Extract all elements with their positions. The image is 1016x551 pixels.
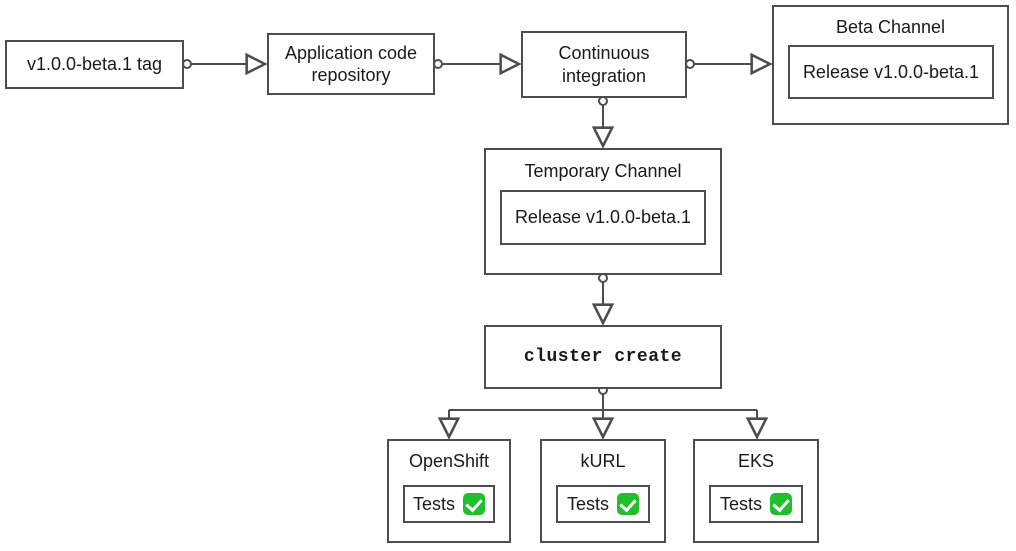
node-openshift-title: OpenShift xyxy=(408,451,490,471)
temporary-channel-release-label: Release v1.0.0-beta.1 xyxy=(514,207,692,227)
node-version-tag-label: v1.0.0-beta.1 tag xyxy=(26,54,163,75)
kurl-tests-label: Tests xyxy=(566,493,609,514)
node-temporary-channel-title: Temporary Channel xyxy=(524,161,682,181)
temporary-channel-release-box[interactable]: Release v1.0.0-beta.1 xyxy=(500,190,706,245)
check-mark-icon xyxy=(617,493,639,515)
openshift-tests-label: Tests xyxy=(412,493,455,514)
node-eks-title: EKS xyxy=(737,451,775,471)
openshift-tests-box[interactable]: Tests xyxy=(403,485,495,523)
node-continuous-integration[interactable]: Continuous integration xyxy=(521,31,687,98)
node-continuous-integration-label: Continuous integration xyxy=(558,43,650,86)
node-kurl[interactable]: kURL Tests xyxy=(540,439,666,543)
node-version-tag[interactable]: v1.0.0-beta.1 tag xyxy=(5,40,184,89)
node-temporary-channel[interactable]: Temporary Channel Release v1.0.0-beta.1 xyxy=(484,148,722,275)
beta-channel-release-label: Release v1.0.0-beta.1 xyxy=(802,61,980,82)
node-application-code-repository-label: Application code repository xyxy=(284,42,418,86)
check-mark-icon xyxy=(463,493,485,515)
node-cluster-create[interactable]: cluster create xyxy=(484,325,722,389)
kurl-tests-box[interactable]: Tests xyxy=(556,485,650,523)
node-beta-channel-title: Beta Channel xyxy=(835,17,946,37)
beta-channel-release-box[interactable]: Release v1.0.0-beta.1 xyxy=(788,45,994,99)
node-kurl-title: kURL xyxy=(580,451,626,471)
node-eks[interactable]: EKS Tests xyxy=(693,439,819,543)
check-mark-icon xyxy=(770,493,792,515)
node-application-code-repository[interactable]: Application code repository xyxy=(267,33,435,95)
node-openshift[interactable]: OpenShift Tests xyxy=(387,439,511,543)
eks-tests-box[interactable]: Tests xyxy=(709,485,803,523)
node-cluster-create-label: cluster create xyxy=(523,346,683,367)
eks-tests-label: Tests xyxy=(719,493,762,514)
node-beta-channel[interactable]: Beta Channel Release v1.0.0-beta.1 xyxy=(772,5,1009,125)
